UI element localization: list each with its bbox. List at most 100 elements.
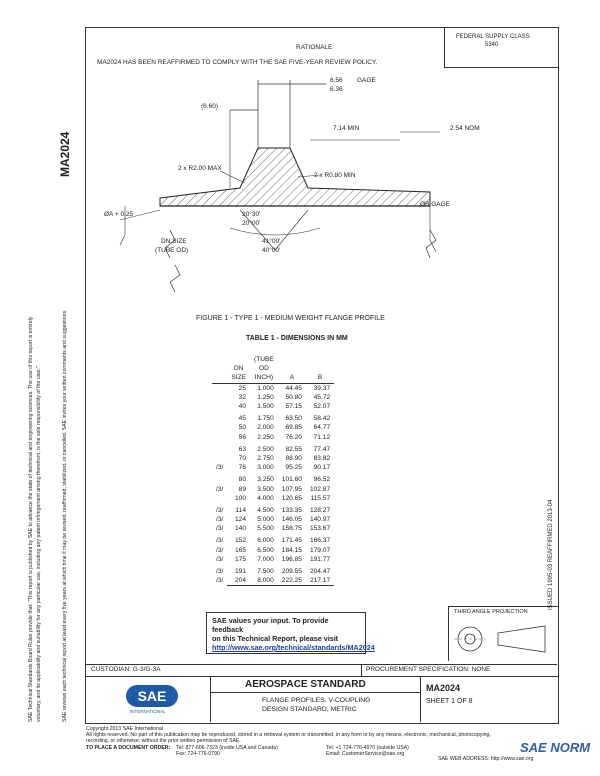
table-cell: 2.500	[257, 445, 274, 453]
table-cell: 88.90	[285, 454, 302, 462]
table-cell: 165	[234, 546, 246, 554]
doc-title-line2: DESIGN STANDARD, METRIC	[262, 706, 357, 713]
web-address[interactable]: SAE WEB ADDRESS: http://www.sae.org	[438, 756, 534, 762]
figure-caption: FIGURE 1 - TYPE 1 - MEDIUM WEIGHT FLANGE…	[196, 315, 385, 322]
table-cell: 8.000	[250, 576, 278, 587]
table-cell: 80	[238, 476, 246, 484]
table-header-cell	[306, 355, 334, 364]
table-cell: 222.25	[277, 576, 306, 587]
table-cell	[212, 383, 227, 393]
table-cell: 1.250	[257, 393, 274, 401]
table-cell: 63	[238, 445, 246, 453]
table-cell: 204.47	[309, 568, 331, 576]
title-block	[85, 664, 557, 723]
table-cell: 5.000	[257, 516, 274, 524]
table-cell: /3/	[216, 506, 224, 514]
dia-a-label: ØA + 0.25	[104, 211, 134, 218]
sidebar-disclaimer-1: SAE Technical Standards Board Rules prov…	[28, 316, 34, 722]
table-cell: /3/	[216, 568, 224, 576]
table-cell: 101.60	[281, 476, 302, 484]
table-cell: 114	[235, 506, 246, 514]
angle-large-top: 41°00'	[262, 238, 281, 245]
table-cell: 76	[238, 464, 246, 472]
dn-size-label-1: DN SIZE	[161, 238, 187, 245]
table-header-cell	[306, 364, 334, 373]
table-cell: 3.000	[257, 464, 274, 472]
table-cell: 58.42	[313, 415, 331, 423]
third-angle-box	[448, 606, 558, 661]
table-header-cell	[278, 364, 306, 373]
table-cell: 217.17	[305, 576, 335, 587]
table-cell: 133.35	[281, 506, 302, 514]
table-cell: 6.500	[257, 546, 274, 554]
table-header-cell	[212, 364, 227, 373]
radius-max-label: 2 x R2.00 MAX	[178, 165, 222, 172]
table-cell: 1.500	[257, 403, 274, 411]
table-cell: 83.82	[313, 454, 331, 462]
federal-supply-box	[444, 27, 558, 68]
table-cell: 50.80	[285, 393, 302, 401]
table-cell: 57.15	[285, 403, 302, 411]
rationale-text: MA2024 HAS BEEN REAFFIRMED TO COMPLY WIT…	[97, 59, 378, 66]
feedback-link[interactable]: http://www.sae.org/technical/standards/M…	[212, 643, 375, 652]
table-cell	[212, 454, 227, 463]
table-cell	[212, 393, 227, 402]
table-cell	[212, 411, 227, 423]
table-header-cell	[227, 355, 250, 364]
table-cell	[212, 433, 227, 442]
dim-714-min: 7.14 MIN	[333, 125, 360, 132]
table-cell: 209.55	[281, 568, 302, 576]
table-cell: 4.500	[257, 506, 274, 514]
sidebar-disclaimer-3: SAE reviews each technical report at lea…	[62, 309, 68, 723]
sidebar-doc-number: MA2024	[58, 131, 72, 177]
table-header-cell: INCH)	[250, 373, 278, 384]
table-cell: 7.500	[257, 568, 274, 576]
federal-supply-line1: FEDERAL SUPPLY CLASS	[456, 34, 530, 40]
table-header-cell	[212, 355, 227, 364]
table-header-cell: DN	[233, 365, 244, 373]
table-cell	[212, 442, 227, 454]
table-cell: /3/	[216, 537, 224, 545]
table-cell: 70	[238, 454, 246, 462]
table-cell: 102.87	[309, 485, 331, 493]
rationale-title: RATIONALE	[296, 44, 333, 51]
table-cell: 50	[238, 424, 246, 432]
table-cell: 179.07	[309, 546, 331, 554]
custodian: CUSTODIAN: G-3/G-3A	[91, 666, 161, 673]
table-cell: 95.25	[285, 464, 302, 472]
table-cell: 171.45	[281, 537, 302, 545]
dia-b-label: ØB GAGE	[420, 201, 450, 208]
table-cell: 63.50	[285, 415, 302, 423]
table-cell: /3/	[216, 555, 224, 563]
table-cell: 120.65	[281, 494, 302, 502]
table-cell: 158.75	[281, 525, 302, 533]
dim-254-nom: 2.54 NOM	[450, 125, 480, 132]
table-cell: /3/	[216, 516, 224, 524]
tel-outside: Tel: +1 724-776-4970 (outside USA)	[326, 745, 409, 751]
table-cell	[212, 402, 227, 411]
feedback-box: SAE values your input. To provide feedba…	[206, 612, 375, 654]
table-cell: 3.250	[257, 476, 274, 484]
projection-symbol-icon	[454, 625, 546, 653]
table-cell: 153.67	[309, 525, 331, 533]
table-cell: 6.000	[257, 537, 274, 545]
procurement-spec: PROCUREMENT SPECIFICATION: NONE	[366, 666, 491, 673]
table-cell: 90.17	[313, 464, 331, 472]
radius-min-label: 2 x R0.80 MIN	[314, 172, 356, 179]
table-cell: 7.000	[257, 555, 274, 563]
sae-logo-text: SAE	[137, 688, 167, 704]
table-cell	[212, 472, 227, 484]
flange-profile-drawing	[119, 80, 440, 293]
sae-logo: SAE	[126, 685, 178, 707]
